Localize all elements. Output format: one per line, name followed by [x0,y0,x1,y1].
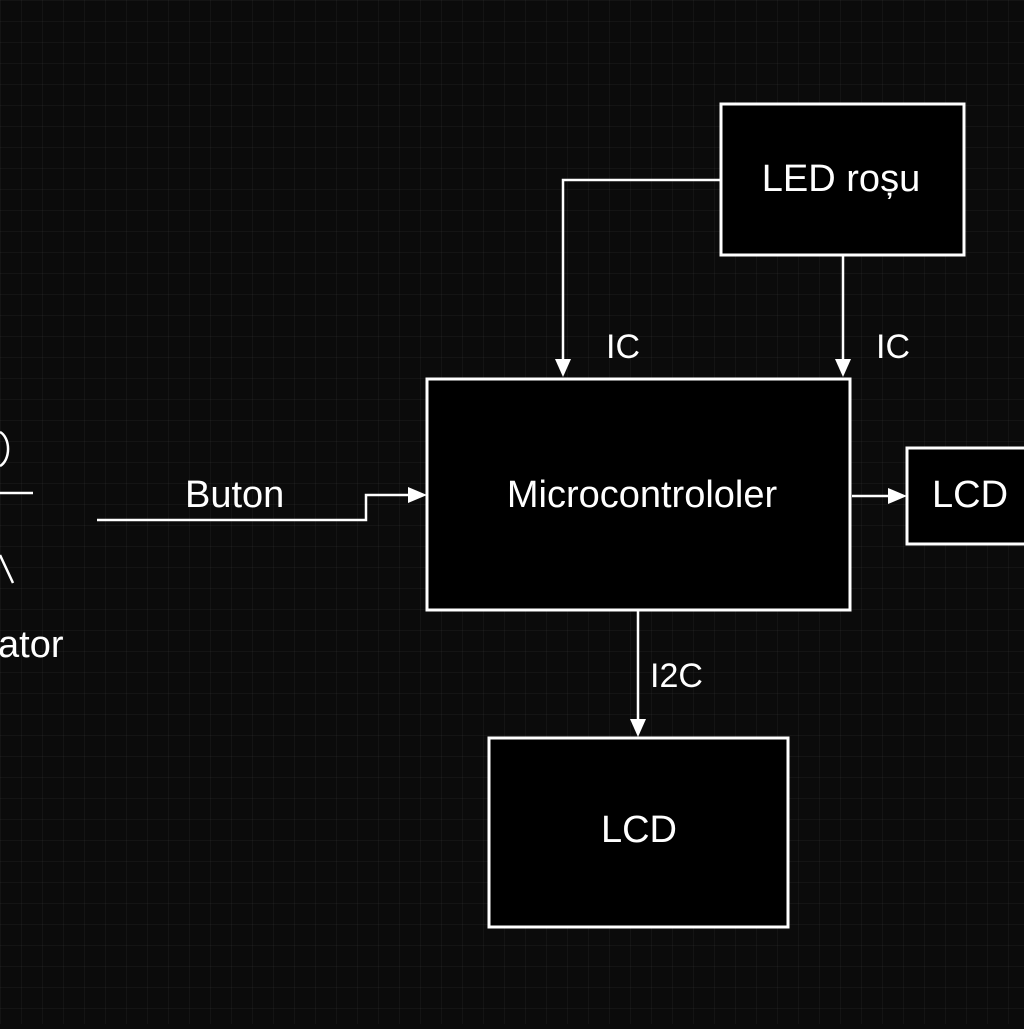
node-led: LED roșu [719,102,966,257]
edge-label-ic-right: IC [876,328,910,366]
operator-label: ator [0,624,64,666]
arrowhead-icon [408,487,427,503]
node-label-lcd-bottom: LCD [601,809,677,851]
edge-button-to-mcu: Buton [97,474,427,522]
arrowhead-icon [888,488,907,504]
node-lcd-bottom: LCD [487,736,790,929]
edge-line [561,178,721,360]
operator-head-icon [0,430,10,468]
edge-label-i2c: I2C [650,657,703,695]
node-box [719,102,966,257]
arrowhead-icon [835,359,851,377]
node-label-lcd-right: LCD [932,474,1008,516]
node-box [905,446,1024,546]
edge-label-ic-left: IC [606,328,640,366]
edge-led-to-mcu-right: IC [835,256,910,377]
edge-line [97,493,410,522]
node-label-led: LED roșu [762,158,920,200]
edge-mcu-to-lcd-bottom: I2C [630,611,703,737]
edge-mcu-to-lcd-right [852,488,907,504]
arrowhead-icon [630,719,646,737]
node-box [425,377,852,612]
node-box [487,736,790,929]
arrowhead-icon [555,359,571,377]
node-microcontroller: Microcontrololer [425,377,852,612]
operator-figure: ator [0,430,64,666]
node-lcd-right: LCD [905,446,1024,546]
edge-led-to-mcu-left: IC [555,178,721,377]
operator-leg-icon [0,554,15,584]
node-label-mcu: Microcontrololer [507,474,778,516]
edge-label-buton: Buton [185,474,284,516]
